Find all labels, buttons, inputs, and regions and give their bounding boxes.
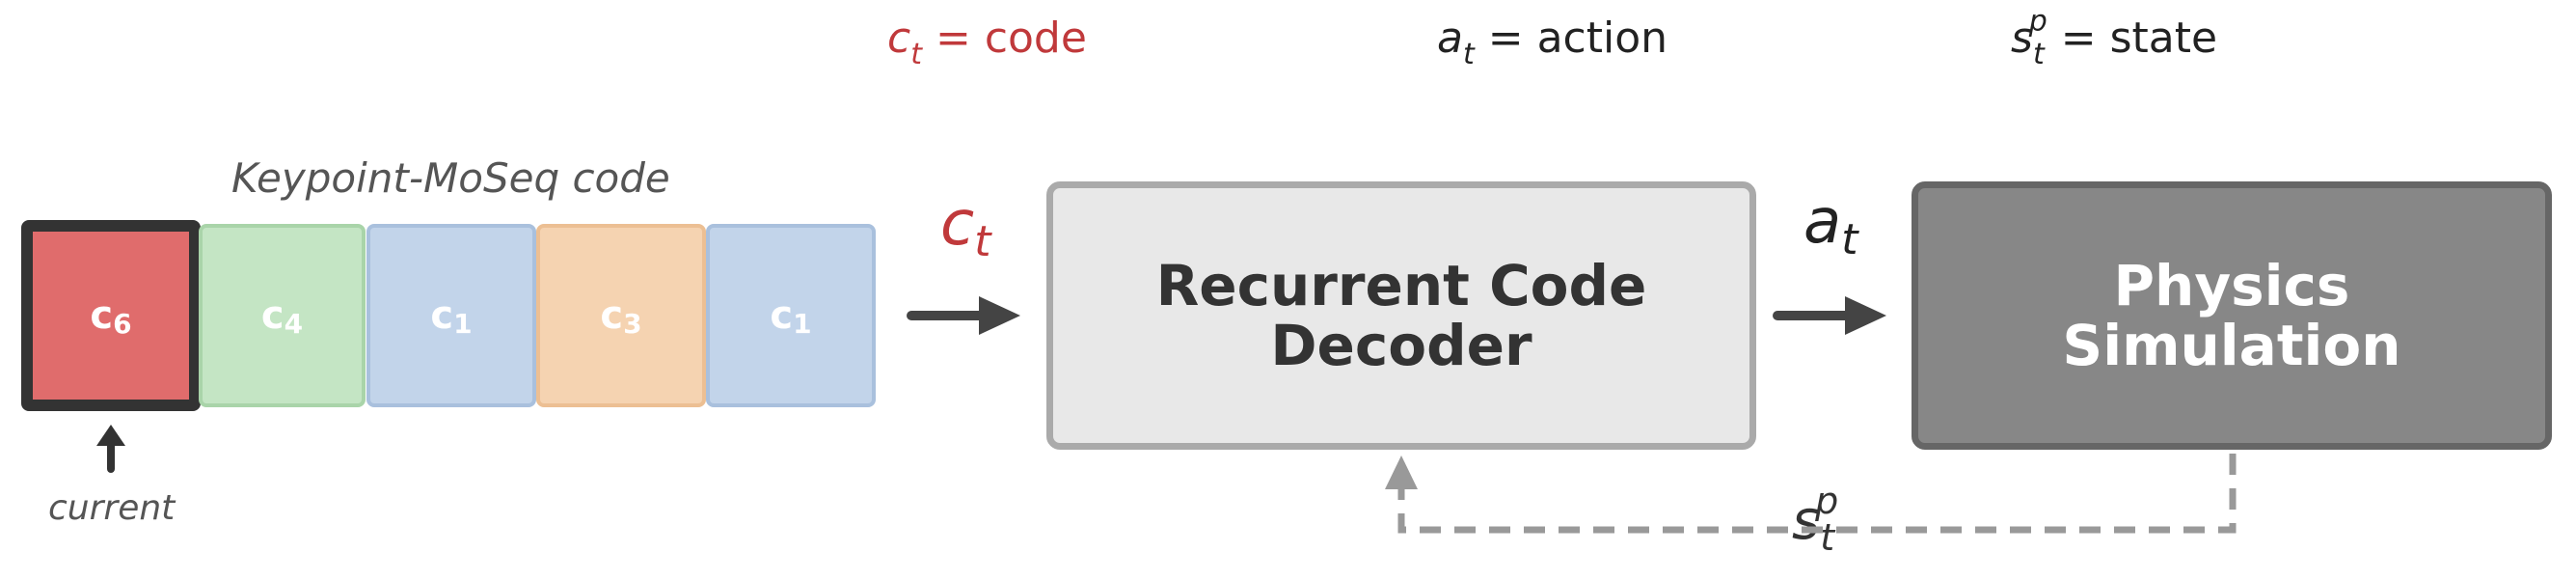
code-cell-sub: 3	[623, 307, 642, 340]
legend-action-text: = action	[1487, 14, 1668, 63]
physics-line1: Physics	[2113, 253, 2350, 318]
code-cell-label: c	[770, 293, 794, 338]
legend-state: stp = state	[2011, 5, 2218, 71]
state-feedback-sup: p	[1815, 480, 1839, 522]
physics-line2: Simulation	[2062, 313, 2401, 378]
state-feedback-sub: t	[1820, 516, 1835, 559]
code-cell-label: c	[90, 293, 114, 338]
legend-code-symbol: c	[887, 14, 911, 63]
state-feedback-label: stp	[1786, 480, 1845, 559]
action-arrow-sub: t	[1841, 215, 1858, 264]
legend-state-text: = state	[2060, 14, 2218, 63]
code-cell-label: c	[600, 293, 624, 338]
code-cell-sub: 1	[453, 307, 473, 340]
legend-state-symbol: s	[2011, 14, 2033, 63]
legend-state-superscript: p	[2028, 5, 2047, 39]
recurrent-code-decoder-box: Recurrent Code Decoder	[1046, 181, 1756, 450]
legend-action-subscript: t	[1462, 38, 1475, 71]
sequence-title: Keypoint-MoSeq code	[231, 154, 670, 202]
decoder-to-physics-arrow	[1773, 296, 1886, 335]
code-cell-label: c	[430, 293, 454, 338]
code-to-decoder-arrow	[907, 296, 1020, 335]
code-arrow-symbol: c	[940, 188, 975, 260]
action-arrow-label: at	[1803, 191, 1857, 264]
legend-action-symbol: a	[1437, 14, 1463, 63]
legend-state-subscript: t	[2032, 38, 2045, 71]
decoder-line2: Decoder	[1270, 313, 1532, 378]
code-cell-sub: 4	[284, 307, 304, 340]
code-cell-sub: 1	[793, 307, 812, 340]
current-pointer-arrow	[96, 425, 125, 473]
decoder-line1: Recurrent Code	[1155, 253, 1647, 318]
legend-code-subscript: t	[910, 38, 922, 71]
code-cell-sub: 6	[113, 307, 132, 340]
legend-code: ct = code	[887, 14, 1087, 71]
action-arrow-symbol: a	[1803, 186, 1842, 258]
code-arrow-label: ct	[940, 193, 990, 266]
current-label: current	[48, 488, 176, 528]
legend-code-text: = code	[935, 14, 1087, 63]
legend-action: at = action	[1437, 14, 1668, 71]
physics-simulation-box: Physics Simulation	[1912, 181, 2552, 450]
code-arrow-sub: t	[974, 217, 991, 266]
code-cell-label: c	[260, 293, 285, 338]
